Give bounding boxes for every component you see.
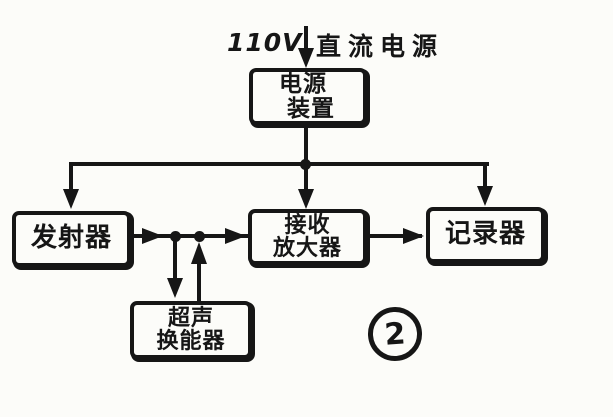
dc-power-source-label: 直流电源 [316, 32, 445, 61]
block-ultrasonic-transducer-line2: 换能器 [156, 329, 226, 354]
branch-middle-line [304, 166, 308, 191]
block-receiver-amplifier-line1: 接收 [284, 212, 331, 238]
rx-recorder-line [367, 234, 422, 238]
arrow-right-icon [403, 228, 424, 244]
arrow-down-icon [477, 186, 493, 206]
junction-dot [170, 231, 181, 242]
arrow-down-icon [298, 48, 314, 68]
power-drop-line [304, 127, 308, 167]
block-power-unit-line2: 装置 [287, 95, 335, 122]
block-receiver-amplifier: 接收 放大器 [248, 209, 367, 265]
block-power-unit-line1: 电源 [279, 71, 327, 98]
block-ultrasonic-transducer-line1: 超声 [167, 305, 214, 331]
arrow-down-icon [298, 189, 314, 209]
voltage-label: 110V [227, 28, 303, 57]
block-recorder-label: 记录器 [444, 219, 526, 250]
branch-left-line [69, 162, 73, 192]
branch-right-line [483, 162, 487, 189]
block-transmitter: 发射器 [12, 211, 131, 267]
figure-number-text: 2 [383, 315, 407, 353]
arrow-up-icon [191, 242, 207, 264]
block-power-unit: 电源 装置 [249, 68, 367, 125]
block-recorder: 记录器 [426, 207, 545, 263]
block-ultrasonic-transducer: 超声 换能器 [130, 301, 252, 359]
tx-transducer-line [173, 237, 177, 281]
arrow-right-icon [225, 228, 246, 244]
junction-dot [194, 231, 205, 242]
distribution-bus-line [69, 162, 489, 166]
block-transmitter-label: 发射器 [30, 223, 112, 254]
figure-number-badge: 2 [366, 305, 424, 363]
transducer-rx-line [197, 262, 201, 302]
arrow-down-icon [167, 278, 183, 298]
arrow-down-icon [63, 189, 79, 209]
input-line [304, 26, 308, 52]
arrow-right-icon [142, 228, 163, 244]
block-receiver-amplifier-line2: 放大器 [272, 236, 342, 261]
tx-rx-line [131, 234, 248, 238]
